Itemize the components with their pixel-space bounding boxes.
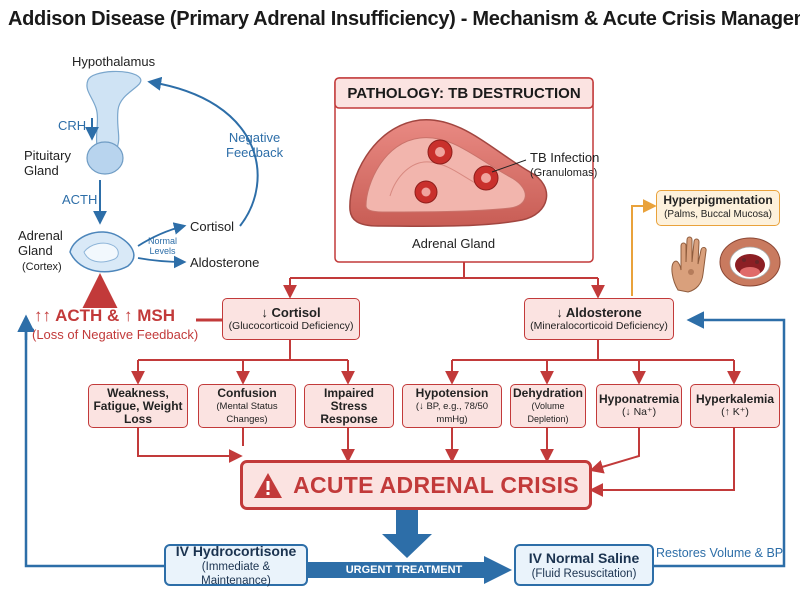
symptom-hyperkalemia-title: Hyperkalemia xyxy=(695,392,775,406)
hydrocortisone-box: IV Hydrocortisone (Immediate & Maintenan… xyxy=(164,542,308,587)
cortisol-output-label: Cortisol xyxy=(190,219,235,234)
open-mouth-icon xyxy=(719,237,781,287)
hyperpigmentation-title: Hyperpigmentation xyxy=(663,193,773,207)
urgent-treatment-label: URGENT TREATMENT xyxy=(345,564,463,576)
symptom-hypotension-title: Hypotension xyxy=(415,385,489,400)
hypothalamus-label: Hypothalamus xyxy=(72,54,156,69)
symptom-hypotension-sub: (↓ BP, e.g., 78/50 mmHg) xyxy=(415,400,489,425)
symptom-confusion-title: Confusion xyxy=(217,385,277,400)
adrenal-cortex-label: (Cortex) xyxy=(22,261,62,273)
acth-label: ACTH xyxy=(62,192,98,207)
symptom-dehydration-title: Dehydration xyxy=(512,385,583,400)
symptom-dehydration-box: Dehydration (Volume Depletion) xyxy=(510,384,586,428)
normal-saline-sub: (Fluid Resuscitation) xyxy=(531,567,637,580)
acute-crisis-box: ACUTE ADRENAL CRISIS xyxy=(240,460,592,510)
warning-triangle-icon xyxy=(254,472,283,498)
pathology-header: PATHOLOGY: TB DESTRUCTION xyxy=(347,85,581,102)
acute-crisis-label: ACUTE ADRENAL CRISIS xyxy=(293,471,579,498)
hyperpigmentation-box: Hyperpigmentation (Palms, Buccal Mucosa) xyxy=(656,190,780,226)
aldosterone-box-sub: (Mineralocorticoid Deficiency) xyxy=(530,320,668,332)
adrenal-label: Adrenal Gland xyxy=(18,228,63,258)
hydrocortisone-title: IV Hydrocortisone xyxy=(175,542,297,559)
symptom-weakness-title: Weakness, Fatigue, Weight Loss xyxy=(93,385,183,426)
restores-volume-label: Restores Volume & BP xyxy=(656,546,784,560)
hand-and-mouth-illustration xyxy=(671,236,781,293)
loss-feedback-label: (Loss of Negative Feedback) xyxy=(32,327,199,342)
aldosterone-box-title: ↓ Aldosterone xyxy=(556,305,642,320)
symptom-stress-box: Impaired Stress Response xyxy=(304,384,394,428)
symptom-stress-title: Impaired Stress Response xyxy=(320,385,378,426)
normal-saline-box: IV Normal Saline (Fluid Resuscitation) xyxy=(514,544,654,586)
cortisol-box-title: ↓ Cortisol xyxy=(261,305,321,320)
hyperpigmentation-sub: (Palms, Buccal Mucosa) xyxy=(664,209,772,220)
hand-icon xyxy=(671,236,707,293)
cortisol-deficiency-box: ↓ Cortisol (Glucocorticoid Deficiency) xyxy=(222,298,360,340)
acth-msh-label: ↑↑ ACTH & ↑ MSH xyxy=(34,306,176,325)
symptom-dehydration-sub: (Volume Depletion) xyxy=(527,400,569,424)
symptom-hyperkalemia-sub: (↑ K⁺) xyxy=(721,406,749,418)
normal-saline-title: IV Normal Saline xyxy=(528,549,640,566)
symptom-hyponatremia-box: Hyponatremia (↓ Na⁺) xyxy=(596,384,682,428)
aldosterone-output-label: Aldosterone xyxy=(190,255,260,270)
adrenal-gland-label: Adrenal Gland xyxy=(412,236,496,251)
aldosterone-deficiency-box: ↓ Aldosterone (Mineralocorticoid Deficie… xyxy=(524,298,674,340)
symptom-hyperkalemia-box: Hyperkalemia (↑ K⁺) xyxy=(690,384,780,428)
crh-label: CRH xyxy=(58,118,87,133)
cortisol-box-sub: (Glucocorticoid Deficiency) xyxy=(228,320,354,332)
symptom-hyponatremia-sub: (↓ Na⁺) xyxy=(621,406,657,418)
negative-feedback-label: Negative Feedback xyxy=(226,130,284,160)
diagram-title: Addison Disease (Primary Adrenal Insuffi… xyxy=(8,8,800,30)
hydrocortisone-sub: (Immediate & Maintenance) xyxy=(201,560,271,587)
symptom-hypotension-box: Hypotension (↓ BP, e.g., 78/50 mmHg) xyxy=(402,384,502,428)
symptom-weakness-box: Weakness, Fatigue, Weight Loss xyxy=(88,384,188,428)
granulomas-label: (Granulomas) xyxy=(530,167,598,179)
hpa-axis-illustration xyxy=(69,70,259,308)
pituitary-label: Pituitary Gland xyxy=(24,148,71,178)
granuloma-nodules xyxy=(414,139,499,204)
pituitary-shape xyxy=(86,141,124,175)
symptom-confusion-box: Confusion (Mental Status Changes) xyxy=(198,384,296,428)
symptom-confusion-sub: (Mental Status Changes) xyxy=(216,400,278,425)
tb-infection-label: TB Infection xyxy=(530,150,600,165)
normal-levels-label: Normal Levels xyxy=(148,236,178,256)
adrenal-gland-illustration xyxy=(349,119,548,227)
hypothalamus-shape xyxy=(86,70,142,157)
symptom-hyponatremia-title: Hyponatremia xyxy=(598,392,680,406)
